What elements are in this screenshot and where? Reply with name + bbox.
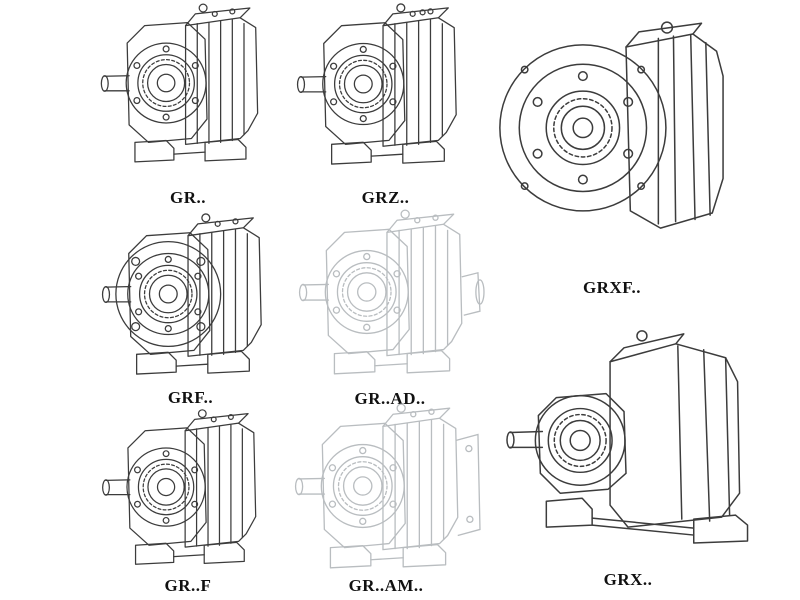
- product-label-grz: GRZ..: [361, 188, 410, 207]
- product-label-grx: GRX..: [603, 570, 653, 589]
- gear-reducer-side-drawing: [296, 3, 457, 165]
- gear-reducer-phantom-flange-drawing: [294, 403, 481, 569]
- gear-reducer-foot-drawing: [102, 409, 257, 565]
- product-figure-grad: GR..AD..: [290, 206, 490, 409]
- product-label-grad: GR..AD..: [354, 389, 426, 408]
- gear-reducer-side-drawing: [100, 3, 258, 163]
- product-figure-grxf: GRXF..: [486, 4, 738, 298]
- product-figure-grz: GRZ..: [288, 0, 483, 208]
- gear-reducer-iso-drawing: [506, 330, 749, 544]
- product-figure-grf: GRF..: [88, 210, 293, 408]
- product-label-grf: GRF..: [167, 388, 214, 407]
- product-label-gr: GR..: [170, 188, 206, 207]
- product-figure-grfoot: GR..F: [88, 406, 288, 596]
- product-figure-grx: GRX..: [492, 298, 764, 590]
- product-figure-gr: GR..: [88, 0, 288, 208]
- gear-reducer-phantom-drawing: [298, 209, 485, 375]
- gear-reducer-flange-drawing: [97, 210, 285, 380]
- product-label-grxf: GRXF..: [582, 278, 642, 297]
- product-figure-gram: GR..AM..: [286, 400, 486, 596]
- product-label-grfoot: GR..F: [164, 576, 212, 595]
- product-label-gram: GR..AM..: [348, 576, 424, 595]
- gear-reducer-flange-front-drawing: [499, 21, 724, 229]
